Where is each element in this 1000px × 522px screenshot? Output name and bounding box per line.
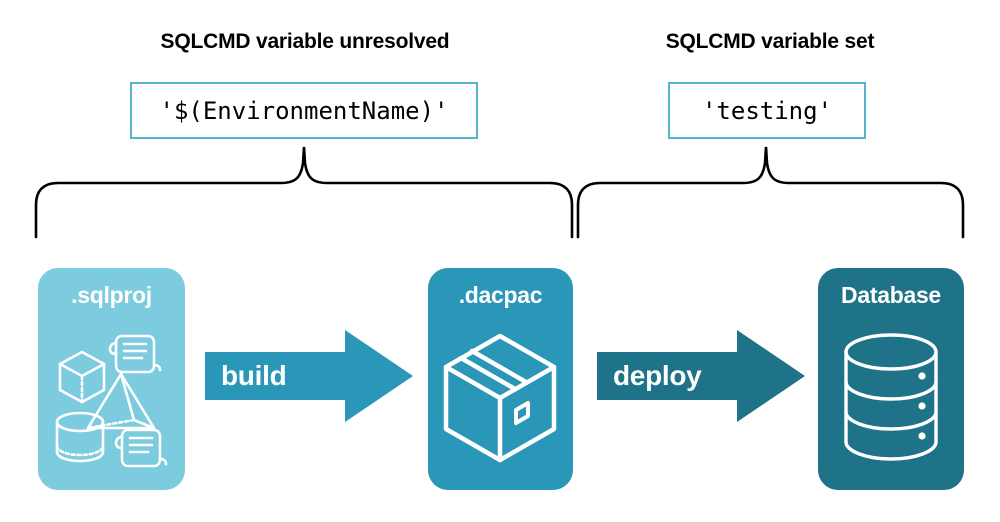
stage-label-dacpac: .dacpac (458, 282, 543, 308)
database-cylinder-icon (844, 333, 938, 461)
stage-label-sqlproj: .sqlproj (71, 282, 152, 308)
variable-value-right: 'testing' (701, 96, 833, 125)
pyramid-icon (86, 372, 156, 430)
cube-icon (58, 350, 106, 404)
brace-left-icon (34, 146, 574, 239)
package-box-icon (443, 333, 557, 463)
brace-right-icon (576, 146, 965, 239)
arrow-deploy-label: deploy (613, 360, 702, 391)
annotation-heading-left: SQLCMD variable unresolved (160, 30, 450, 53)
stage-box-database: Database (818, 268, 964, 490)
arrow-build: build (205, 330, 413, 422)
sqlproj-artwork (55, 334, 168, 468)
annotation-heading-right: SQLCMD variable set (665, 30, 875, 53)
variable-value-left: '$(EnvironmentName)' (159, 96, 449, 125)
stage-box-sqlproj: .sqlproj (38, 268, 185, 490)
arrow-deploy-shape (597, 330, 805, 422)
variable-value-chip-left: '$(EnvironmentName)' (130, 82, 478, 139)
arrow-build-shape (205, 330, 413, 422)
arrow-build-label: build (221, 360, 287, 391)
scroll-icon (108, 334, 162, 374)
database-artwork (844, 333, 938, 461)
stage-box-dacpac: .dacpac (428, 268, 573, 490)
stage-label-database: Database (841, 282, 941, 308)
cylinder-icon (55, 411, 105, 463)
scroll-icon (114, 428, 168, 468)
variable-value-chip-right: 'testing' (668, 82, 866, 139)
dacpac-artwork (443, 333, 557, 463)
arrow-deploy: deploy (597, 330, 805, 422)
